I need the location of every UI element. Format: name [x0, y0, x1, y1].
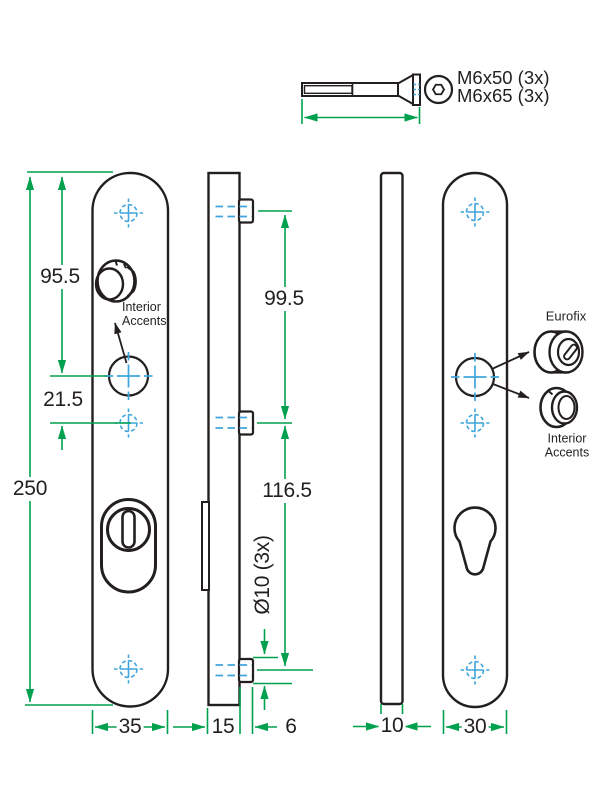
screw-boss-top	[237, 198, 255, 224]
dim-interior-plate-width: 30	[461, 715, 489, 739]
screw-drive-hidden-lines	[413, 83, 420, 96]
dim-side-thickness: 15	[209, 715, 237, 739]
drill-target-icon	[459, 654, 491, 686]
callout-interior-accents-left: Interior Accents	[122, 300, 167, 329]
interior-accents-part	[539, 386, 579, 429]
eurofix-part	[533, 330, 584, 374]
callout-eurofix: Eurofix	[545, 308, 587, 324]
boss-centerlines	[215, 205, 252, 677]
drill-target-icon	[113, 653, 144, 685]
side-view-with-bosses	[201, 171, 255, 707]
screw-side-view	[301, 73, 421, 106]
screw-boss-bottom	[237, 657, 255, 684]
drill-target-icon	[459, 196, 491, 228]
dim-boss-diameter: Ø10 (3x)	[251, 533, 275, 617]
dimension-lines	[25, 176, 505, 732]
screw-label-m6x50: M6x50 (3x)	[457, 67, 550, 88]
hole-centerlines	[104, 352, 499, 401]
screw-boss-middle	[237, 410, 255, 436]
callout-arrows	[114, 322, 530, 399]
flat-side-view	[379, 171, 404, 706]
dim-plate-length: 250	[10, 477, 50, 501]
dim-exterior-plate-width: 35	[116, 715, 144, 739]
euro-profile-keyhole	[453, 506, 497, 576]
drill-target-icon	[459, 407, 491, 439]
extension-lines	[25, 171, 508, 734]
interior-accents-collar	[94, 259, 137, 303]
dim-cylinder-hole-to-target: 21.5	[41, 388, 85, 412]
callout-interior-accents-right: Interior Accents	[544, 431, 590, 460]
dim-boss-spacing-upper: 99.5	[262, 287, 306, 311]
dim-boss-height: 6	[283, 715, 299, 739]
screw-label-m6x65: M6x65 (3x)	[457, 85, 550, 106]
dim-interior-plate-thickness: 10	[378, 714, 406, 738]
security-cylinder-guard	[100, 498, 157, 594]
exterior-plate-front-view	[91, 171, 170, 708]
interior-plate-front-view	[441, 171, 509, 709]
screw-length-dimension	[301, 99, 421, 124]
dim-top-to-cylinder-hole: 95.5	[38, 265, 82, 289]
guard-protrusion	[201, 501, 210, 591]
drill-target-icon	[113, 197, 144, 229]
dim-boss-spacing-lower: 116.5	[260, 479, 314, 503]
screw-head-front-view	[423, 74, 454, 105]
